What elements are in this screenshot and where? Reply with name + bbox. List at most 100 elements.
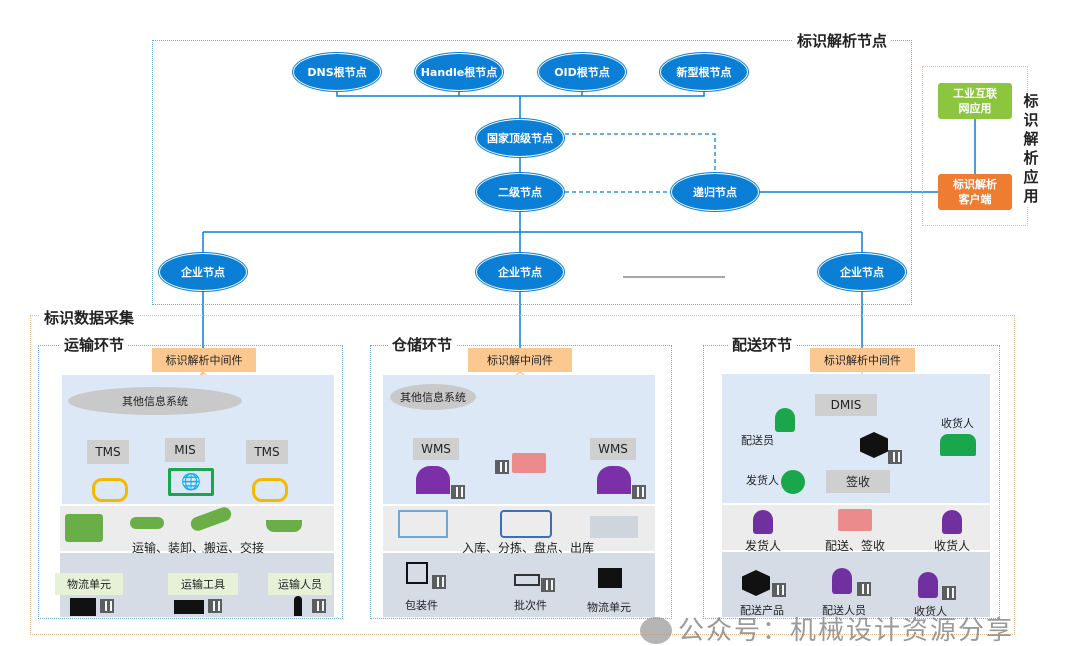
enterprise-node-storage[interactable]: 企业节点: [476, 253, 564, 291]
qr-code-icon: [100, 599, 114, 613]
qr-code-icon: [208, 599, 222, 613]
receiver-label: 收货人: [941, 417, 974, 430]
node-label: 根节点: [333, 65, 367, 79]
node-label: 节点: [862, 265, 884, 279]
node-label: 节点: [520, 185, 542, 199]
truck-icon: [174, 600, 204, 614]
national-top-node[interactable]: 国家顶级节点: [476, 119, 564, 157]
courier-icon: [775, 408, 795, 432]
node-label: 企业: [181, 265, 203, 279]
batch-icon: [514, 574, 540, 586]
node-label: 根节点: [464, 65, 498, 79]
data-collection-title: 标识数据采集: [40, 307, 139, 328]
transport-activities: 运输、装卸、搬运、交接: [132, 541, 265, 555]
node-label: 节点: [715, 185, 737, 199]
resolution-client[interactable]: 标识解析客户端: [938, 174, 1012, 210]
sender-person-icon: [753, 510, 773, 534]
wms-system[interactable]: WMS: [413, 438, 459, 460]
resolution-nodes-region: [152, 40, 912, 305]
truck-icon: [65, 514, 103, 542]
batch-label: 批次件: [514, 599, 547, 612]
delivery-title: 配送环节: [728, 334, 797, 355]
qr-code-icon: [495, 460, 509, 474]
new-root-node[interactable]: 新型根节点: [660, 53, 748, 91]
transport-section: [38, 345, 343, 619]
secondary-node[interactable]: 二级节点: [476, 173, 564, 211]
receiver-person-icon: [918, 572, 938, 598]
resolution-nodes-title: 标识解析节点: [793, 30, 892, 51]
node-label: 新型: [676, 65, 699, 79]
qr-code-icon: [772, 583, 786, 597]
sender-label: 发货人: [746, 474, 779, 487]
package-label: 包装件: [405, 599, 438, 612]
transport-personnel[interactable]: 运输人员: [268, 573, 332, 595]
laptop-globe-icon: 🌐: [168, 468, 214, 496]
sign-receipt[interactable]: 签收: [826, 470, 890, 493]
package-icon: [406, 562, 428, 584]
cloud-computer-icon: [92, 478, 128, 502]
dmis-system[interactable]: DMIS: [815, 394, 877, 416]
wms-system[interactable]: WMS: [590, 438, 636, 460]
recursive-node[interactable]: 递归节点: [671, 173, 759, 211]
cloud-computer-icon: [252, 478, 288, 502]
transport-vehicle[interactable]: 运输工具: [168, 573, 238, 595]
sender-icon: [781, 470, 805, 494]
label: 网应用: [958, 102, 992, 115]
node-label: DNS: [307, 65, 334, 79]
transport-middleware[interactable]: 标识解析中间件: [152, 348, 256, 372]
node-label: 国家顶: [487, 131, 520, 145]
delivery-person-icon: [832, 568, 852, 594]
node-label: 节点: [520, 265, 542, 279]
delivery-middleware[interactable]: 标识解析中间件: [810, 348, 915, 372]
robot-arm-icon: [500, 510, 552, 538]
transport-title: 运输环节: [60, 334, 129, 355]
qr-code-icon: [942, 586, 956, 600]
node-label: 根节点: [698, 65, 732, 79]
conveyor-icon: [398, 510, 448, 538]
boxes-icon: [598, 568, 622, 588]
logistics-unit-label: 物流单元: [587, 601, 631, 614]
node-label: 节点: [203, 265, 225, 279]
node-label: Handle: [420, 65, 465, 79]
box-icon: [860, 432, 888, 458]
tms-system[interactable]: TMS: [246, 440, 288, 464]
ship-icon: [266, 520, 302, 532]
other-info-systems[interactable]: 其他信息系统: [390, 384, 476, 410]
watermark: 公众号：机械设计资源分享: [678, 616, 1015, 646]
node-label: OID: [554, 65, 577, 79]
logistics-unit[interactable]: 物流单元: [55, 573, 123, 595]
storage-title: 仓储环节: [388, 334, 457, 355]
label: 工业互联: [953, 87, 997, 100]
sender-label: 发货人: [745, 539, 782, 553]
other-info-systems[interactable]: 其他信息系统: [68, 387, 242, 415]
industrial-internet-app[interactable]: 工业互联网应用: [938, 83, 1012, 119]
qr-code-icon: [432, 575, 446, 589]
qr-code-icon: [312, 599, 326, 613]
warehouse-icon: [416, 466, 450, 494]
mis-system[interactable]: MIS: [165, 438, 205, 462]
qr-code-icon: [632, 485, 646, 499]
qr-code-icon: [451, 485, 465, 499]
storage-middleware[interactable]: 标识解中间件: [468, 348, 572, 372]
application-title: 标识解析应用: [1020, 92, 1042, 206]
qr-code-icon: [888, 450, 902, 464]
qr-code-icon: [541, 578, 555, 592]
factory-icon: [590, 516, 638, 538]
delivery-product-label: 配送产品: [740, 604, 784, 617]
data-collection-region: [30, 315, 1015, 635]
tms-system[interactable]: TMS: [87, 440, 129, 464]
warehouse-icon: [597, 466, 631, 494]
node-label: 二级: [498, 185, 520, 199]
enterprise-node-transport[interactable]: 企业节点: [159, 253, 247, 291]
delivery-sign-label: 配送、签收: [825, 539, 886, 553]
train-icon: [130, 517, 164, 529]
enterprise-node-delivery[interactable]: 企业节点: [818, 253, 906, 291]
label: 客户端: [958, 193, 992, 206]
receiver-label: 收货人: [934, 539, 971, 553]
wechat-icon: [640, 617, 672, 644]
label: 标识解析: [953, 178, 997, 191]
qr-code-icon: [857, 582, 871, 596]
